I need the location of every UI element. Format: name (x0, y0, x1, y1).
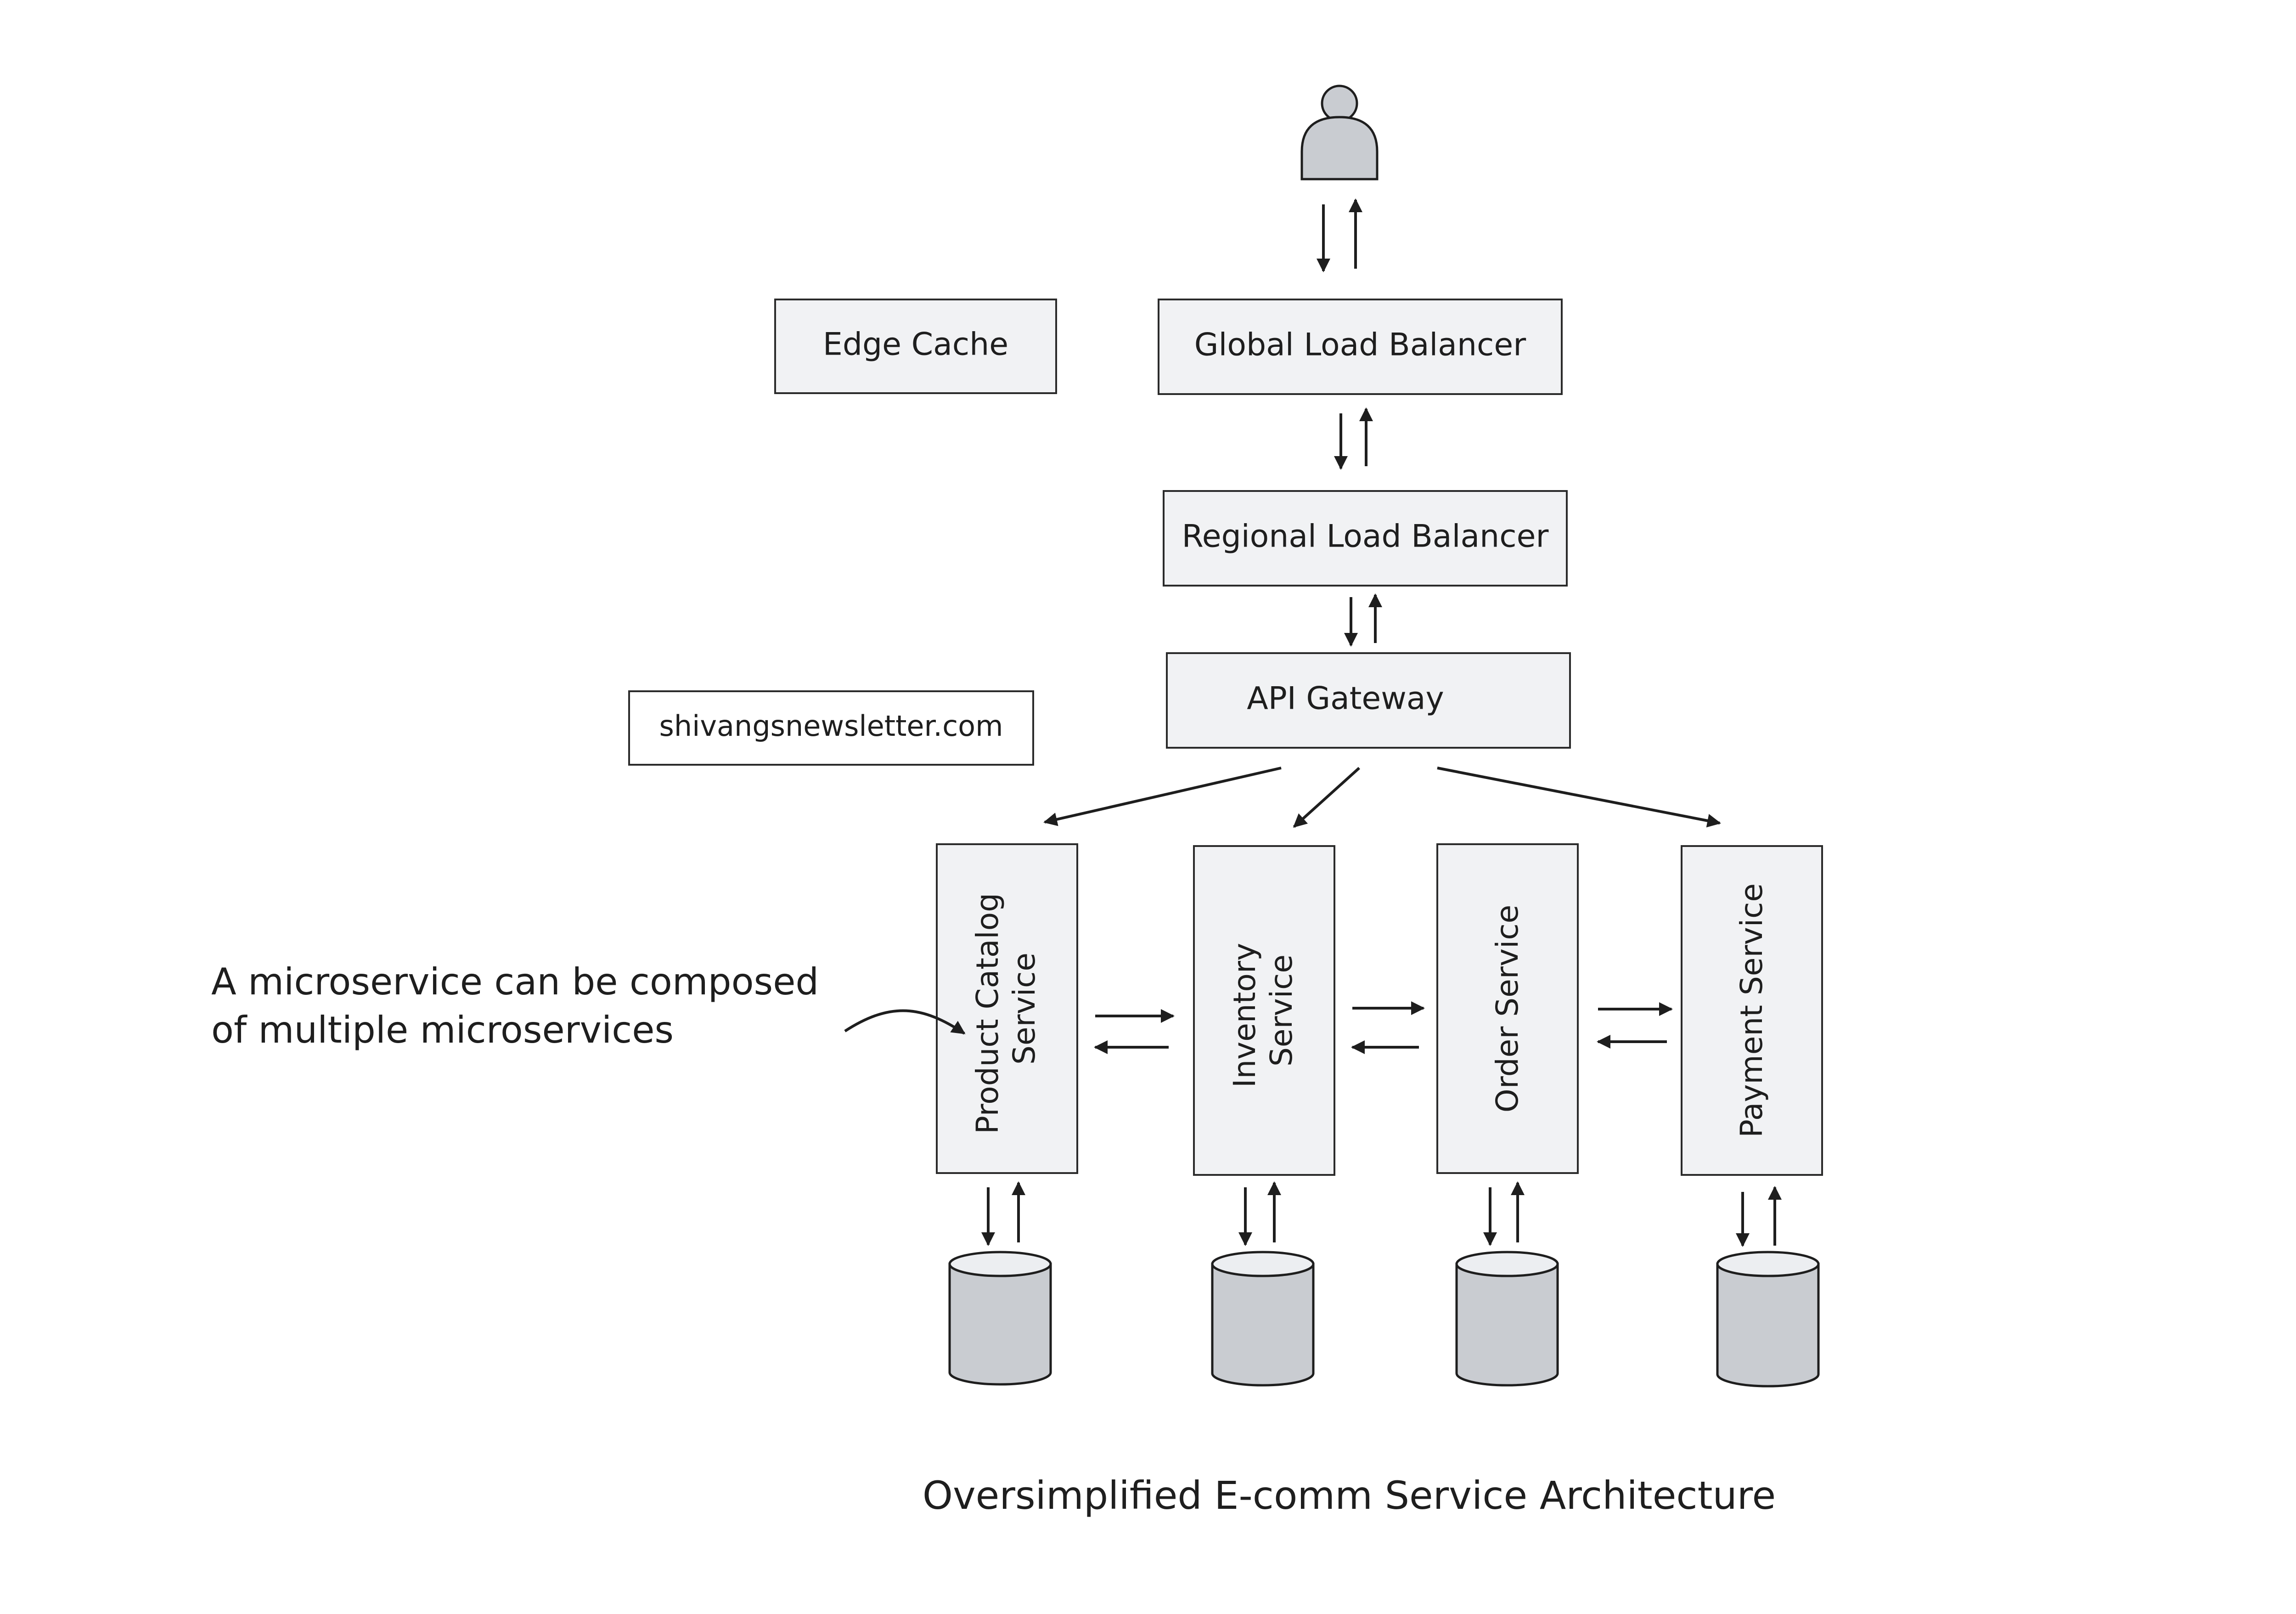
api-gateway-box: API Gateway (1166, 652, 1571, 749)
payment-service-label: Payment Service (1734, 883, 1769, 1138)
database-icon (1455, 1251, 1559, 1387)
regional-load-balancer-label: Regional Load Balancer (1182, 519, 1549, 555)
api-gateway-label: API Gateway (1247, 681, 1444, 717)
arrow-gateway-to-product-catalog (1043, 767, 1282, 826)
inventory-label-line2: Service (1264, 954, 1299, 1067)
edge-cache-label: Edge Cache (823, 327, 1008, 363)
edge-cache-box: Edge Cache (774, 299, 1057, 394)
order-service-label: Order Service (1490, 905, 1525, 1112)
product-catalog-label-line2: Service (1007, 953, 1042, 1065)
database-icon (1716, 1251, 1820, 1388)
order-service-box: Order Service (1436, 843, 1579, 1174)
user-icon (1300, 85, 1379, 181)
inventory-label-line1: Inventory (1227, 943, 1262, 1088)
svg-text:Product Catalog Service: Product Catalog Service (970, 883, 1042, 1134)
svg-text:Inventory Service: Inventory Service (1227, 933, 1299, 1088)
svg-text:Payment Service: Payment Service (1734, 883, 1769, 1138)
annotation-line-2: of multiple microservices (211, 1009, 674, 1051)
product-catalog-service-box: Product Catalog Service (936, 843, 1078, 1174)
arrow-gateway-to-inventory (1293, 767, 1361, 828)
regional-load-balancer-box: Regional Load Balancer (1163, 490, 1568, 587)
inventory-service-box: Inventory Service (1193, 845, 1335, 1176)
global-load-balancer-label: Global Load Balancer (1194, 327, 1526, 363)
database-icon (1211, 1251, 1315, 1387)
product-catalog-label-line1: Product Catalog (970, 893, 1005, 1134)
payment-service-box: Payment Service (1681, 845, 1823, 1176)
annotation-line-1: A microservice can be composed (211, 960, 819, 1003)
website-box: shivangsnewsletter.com (628, 690, 1034, 766)
global-load-balancer-box: Global Load Balancer (1158, 299, 1563, 395)
arrow-gateway-to-payment (1437, 767, 1721, 828)
svg-text:Order Service: Order Service (1490, 905, 1525, 1112)
diagram-caption: Oversimplified E-comm Service Architectu… (923, 1473, 1776, 1518)
website-label: shivangsnewsletter.com (659, 709, 1003, 743)
database-icon (948, 1251, 1052, 1386)
annotation-arrow (844, 1009, 966, 1035)
